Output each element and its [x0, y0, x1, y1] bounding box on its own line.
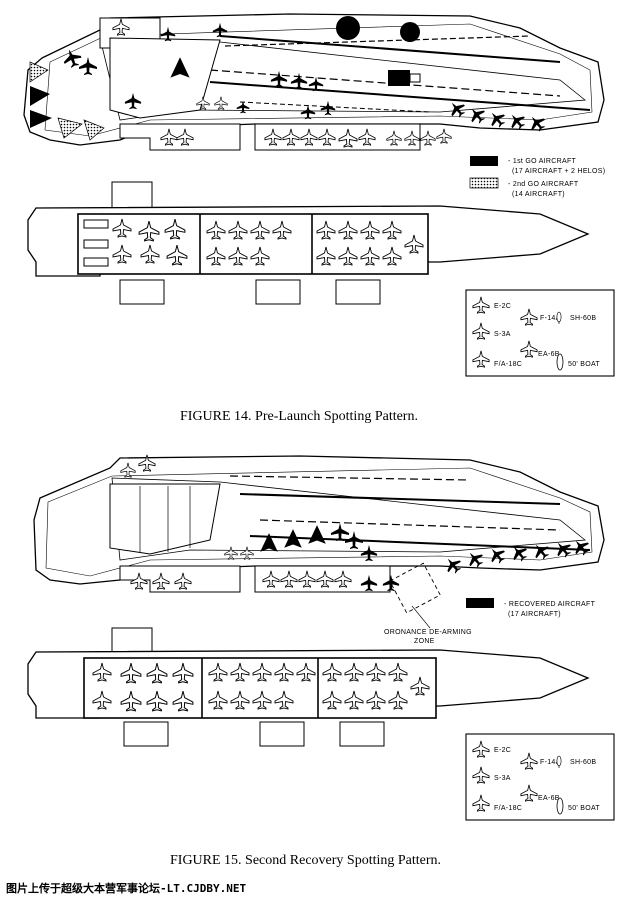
- key-fa18c: F/A-18C: [494, 361, 522, 368]
- legend-second-go-line2: (14 AIRCRAFT): [512, 191, 565, 198]
- legend-first-go-swatch: [470, 156, 498, 166]
- figure14-flight-deck: [23, 13, 605, 146]
- legend-recovered-swatch: [466, 598, 494, 608]
- key-sh60b: SH-60B: [570, 315, 596, 322]
- figure14-aircraft-key: E-2C F-14A SH-60B S-3A EA-6B 50' BOAT F/…: [465, 289, 615, 377]
- legend-first-go-line1: - 1st GO AIRCRAFT: [508, 158, 577, 165]
- key-s3a: S-3A: [494, 775, 511, 782]
- zone-label-line2: ZONE: [414, 638, 435, 645]
- key-boat: 50' BOAT: [568, 361, 600, 368]
- legend-recovered-line1: - RECOVERED AIRCRAFT: [504, 601, 596, 608]
- figure14-legend: - 1st GO AIRCRAFT (17 AIRCRAFT + 2 HELOS…: [469, 156, 605, 198]
- key-ea6b: EA-6B: [538, 351, 560, 358]
- figure15-caption: FIGURE 15. Second Recovery Spotting Patt…: [170, 853, 441, 868]
- de-arming-zone-box: [389, 562, 441, 614]
- figure14-caption: FIGURE 14. Pre-Launch Spotting Pattern.: [180, 409, 418, 424]
- legend-recovered-line2: (17 AIRCRAFT): [508, 611, 561, 618]
- zone-label-line1: ORONANCE DE-ARMING: [384, 629, 472, 636]
- figure14-hangar-deck: [27, 181, 590, 305]
- figure15-aircraft-key: E-2C F-14A SH-60B S-3A EA-6B 50' BOAT F/…: [465, 733, 615, 821]
- key-e2c: E-2C: [494, 747, 511, 754]
- figure15-hangar-deck: [27, 627, 590, 747]
- figure15-legend: - RECOVERED AIRCRAFT (17 AIRCRAFT): [466, 598, 596, 618]
- key-ea6b: EA-6B: [538, 795, 560, 802]
- legend-first-go-line2: (17 AIRCRAFT + 2 HELOS): [512, 168, 605, 175]
- watermark: 图片上传于超级大本营军事论坛-LT.CJDBY.NET: [6, 881, 246, 895]
- figure14-sponson-aircraft: [119, 123, 452, 151]
- key-fa18c: F/A-18C: [494, 805, 522, 812]
- key-f14a: F-14A: [540, 759, 561, 766]
- figure15-flight-deck: [33, 454, 605, 585]
- key-f14a: F-14A: [540, 315, 561, 322]
- key-sh60b: SH-60B: [570, 759, 596, 766]
- key-boat: 50' BOAT: [568, 805, 600, 812]
- legend-second-go-swatch: [469, 177, 499, 189]
- key-s3a: S-3A: [494, 331, 511, 338]
- figure15-sponson-aircraft: ORONANCE DE-ARMING ZONE: [119, 562, 472, 645]
- key-e2c: E-2C: [494, 303, 511, 310]
- legend-second-go-line1: - 2nd GO AIRCRAFT: [508, 181, 579, 188]
